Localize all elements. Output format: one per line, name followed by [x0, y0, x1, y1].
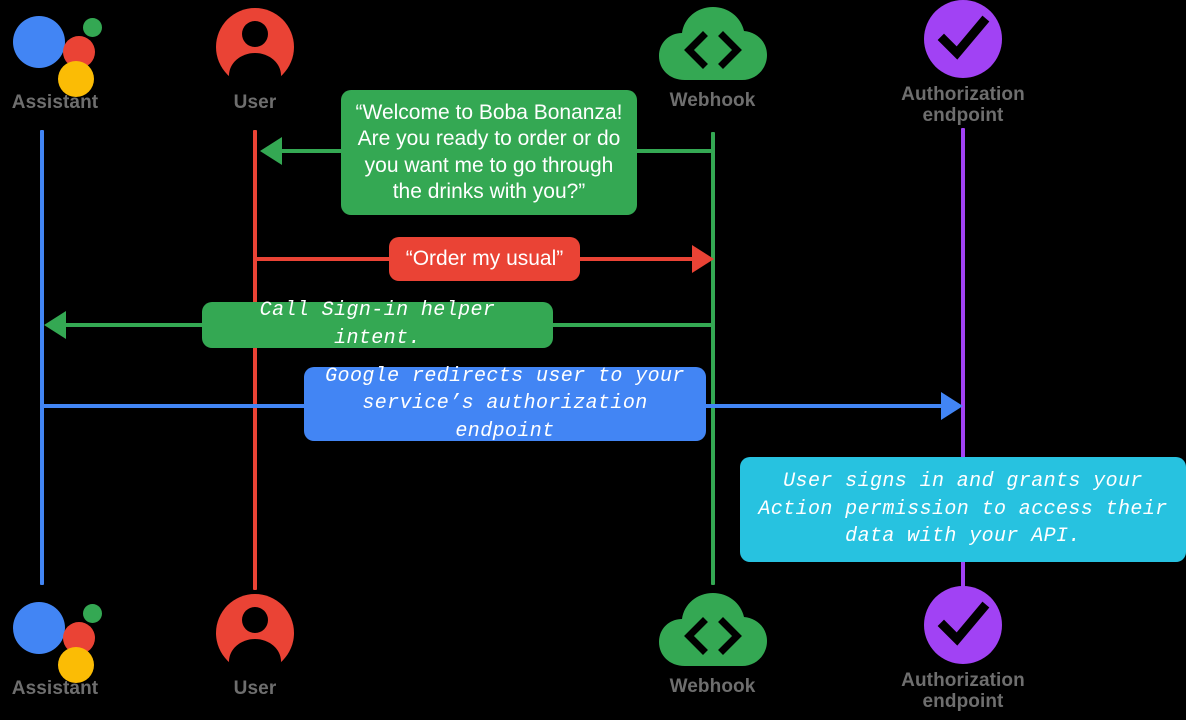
connector-welcome: [636, 149, 714, 153]
purple-check-circle-icon: [924, 0, 1002, 78]
connector-order-usual-left: [255, 257, 391, 261]
arrowhead-order-usual: [692, 245, 714, 273]
actor-assistant-bottom: Assistant: [0, 594, 110, 699]
google-assistant-icon: [13, 8, 102, 97]
lifeline-webhook: [711, 132, 715, 585]
actor-label-assistant: Assistant: [11, 92, 99, 113]
cloud-code-icon: [658, 592, 767, 670]
message-line: data with your API.: [845, 525, 1081, 549]
user-avatar-icon: [216, 594, 294, 673]
message-line: “Welcome to Boba Bonanza!: [355, 100, 623, 124]
message-line: Are you ready to order or do: [357, 127, 621, 151]
message-bubble-order-usual: “Order my usual”: [389, 237, 580, 281]
actor-label-webhook: Webhook: [669, 90, 756, 111]
actor-label-auth: Authorization endpoint: [901, 670, 1025, 713]
assistant-yellow-dot-icon: [58, 61, 94, 97]
lifeline-user: [253, 130, 257, 590]
connector-welcome-tail: [280, 149, 342, 153]
message-line: Google redirects user to your: [325, 364, 685, 388]
actor-label-user: User: [233, 92, 277, 113]
connector-google-redirect-right: [705, 404, 943, 408]
user-head-shape: [242, 607, 268, 633]
assistant-blue-dot-icon: [13, 602, 65, 654]
connector-order-usual-right: [578, 257, 696, 261]
actor-label-auth: Authorization endpoint: [901, 84, 1025, 127]
actor-label-user: User: [233, 678, 277, 699]
arrowhead-signin-helper: [44, 311, 66, 339]
actor-assistant-top: Assistant: [0, 8, 110, 113]
arrowhead-welcome: [260, 137, 282, 165]
cloud-code-icon: [658, 6, 767, 84]
arrowhead-google-redirect: [941, 392, 963, 420]
actor-auth-top: Authorization endpoint: [878, 0, 1048, 127]
message-line: User signs in and grants your: [783, 470, 1143, 494]
actor-user-bottom: User: [195, 594, 315, 699]
message-line: service’s authorization endpoint: [362, 392, 648, 443]
message-line: Call Sign-in helper intent.: [259, 299, 496, 350]
actor-user-top: User: [195, 8, 315, 113]
connector-signin-helper-right: [551, 323, 714, 327]
user-avatar-icon: [216, 8, 294, 87]
actor-label-assistant: Assistant: [11, 678, 99, 699]
message-bubble-user-signs-in: User signs in and grants your Action per…: [740, 457, 1186, 562]
lifeline-auth: [961, 128, 965, 588]
actor-webhook-bottom: Webhook: [645, 592, 780, 697]
connector-signin-helper-left: [64, 323, 204, 327]
actor-auth-bottom: Authorization endpoint: [878, 586, 1048, 713]
message-bubble-signin-helper: Call Sign-in helper intent.: [202, 299, 553, 350]
user-body-shape: [229, 639, 281, 673]
purple-check-circle-icon: [924, 586, 1002, 664]
connector-google-redirect-left: [41, 404, 305, 408]
assistant-green-dot-icon: [83, 18, 102, 37]
lifeline-assistant: [40, 130, 44, 585]
message-bubble-welcome: “Welcome to Boba Bonanza! Are you ready …: [341, 90, 637, 215]
message-line: Action permission to access their: [758, 497, 1168, 521]
actor-label-webhook: Webhook: [669, 676, 756, 697]
google-assistant-icon: [13, 594, 102, 683]
actor-webhook-top: Webhook: [645, 6, 780, 111]
message-line: you want me to go through: [364, 153, 614, 177]
assistant-blue-dot-icon: [13, 16, 65, 68]
assistant-yellow-dot-icon: [58, 647, 94, 683]
assistant-green-dot-icon: [83, 604, 102, 623]
user-body-shape: [229, 53, 281, 87]
message-line: “Order my usual”: [405, 246, 564, 270]
user-head-shape: [242, 21, 268, 47]
message-bubble-google-redirect: Google redirects user to your service’s …: [304, 365, 706, 443]
message-line: the drinks with you?”: [392, 179, 586, 203]
